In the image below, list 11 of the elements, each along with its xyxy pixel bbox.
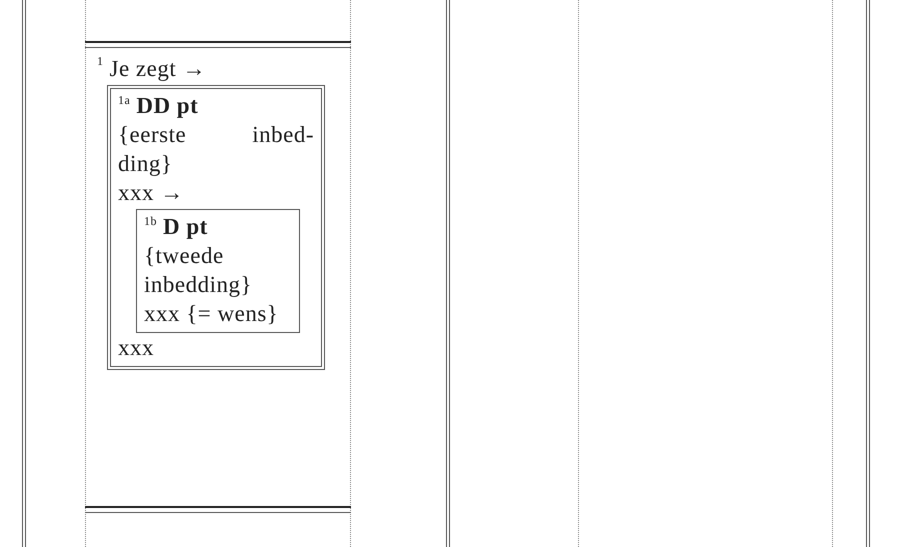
box-number: 1a (118, 93, 130, 107)
cell-number: 1 (97, 54, 104, 68)
box-heading: D pt (163, 213, 208, 241)
body-text: xxx → (118, 179, 185, 207)
box-number: 1b (144, 214, 157, 228)
body-text: xxx {= wens} (144, 300, 280, 328)
heading-text: Je zegt → (110, 55, 206, 83)
box-heading: DD pt (136, 92, 198, 120)
embedding-box (136, 209, 300, 333)
body-text: xxx (118, 334, 155, 362)
embedding-box (107, 85, 325, 370)
